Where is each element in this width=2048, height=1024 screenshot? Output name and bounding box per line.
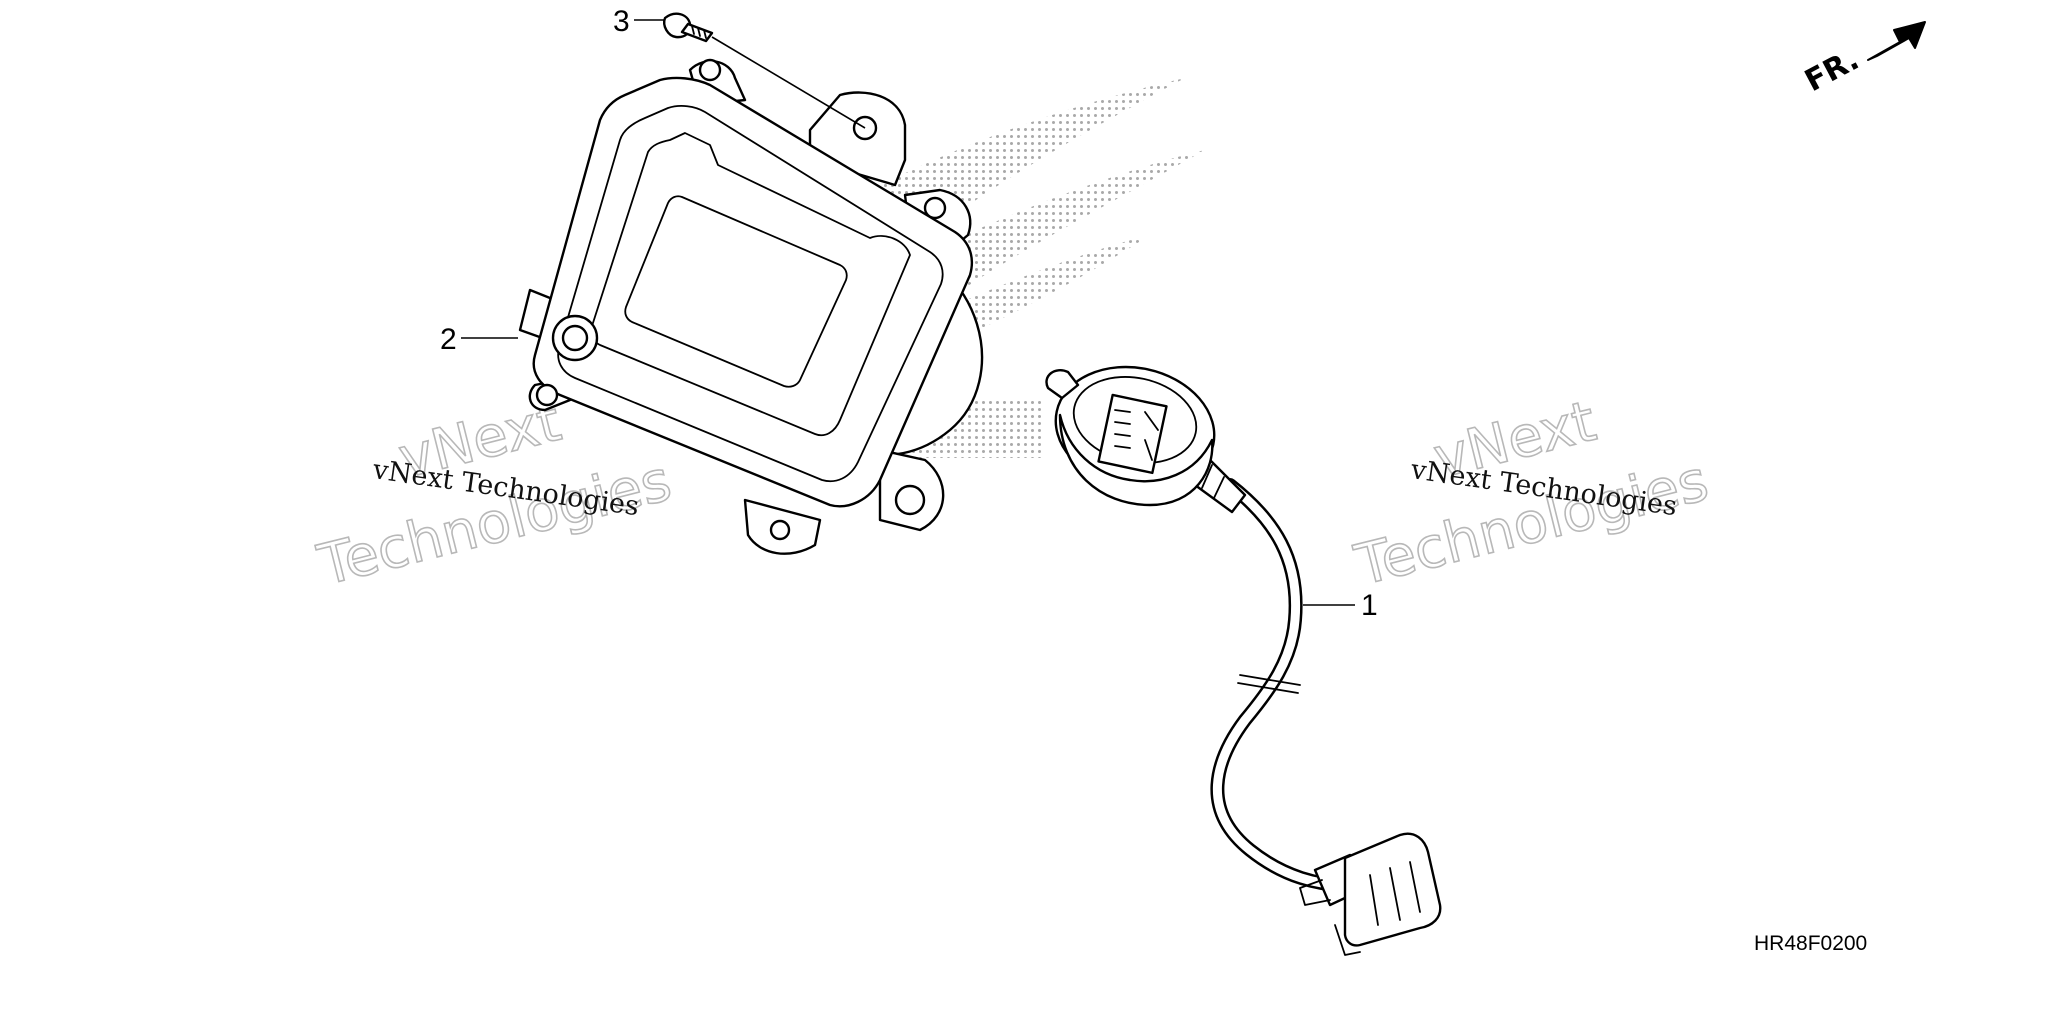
meter-assembly [518, 58, 984, 555]
screw [663, 12, 866, 129]
front-label: FR. [1799, 42, 1864, 99]
diagram-code: HR48F0200 [1754, 932, 1867, 955]
front-arrow-icon [1867, 21, 1926, 61]
callout-3: 3 [613, 5, 665, 38]
front-direction-indicator: FR. [1799, 21, 1926, 99]
callout-1: 1 [1303, 589, 1378, 622]
callout-number: 3 [613, 5, 630, 38]
callout-2: 2 [440, 323, 518, 356]
callout-number: 1 [1361, 589, 1378, 622]
callout-number: 2 [440, 323, 457, 356]
watermark-right: vNext Technologies vNext Technologies [1348, 388, 1715, 599]
speed-sensor-cable [1045, 365, 1442, 956]
